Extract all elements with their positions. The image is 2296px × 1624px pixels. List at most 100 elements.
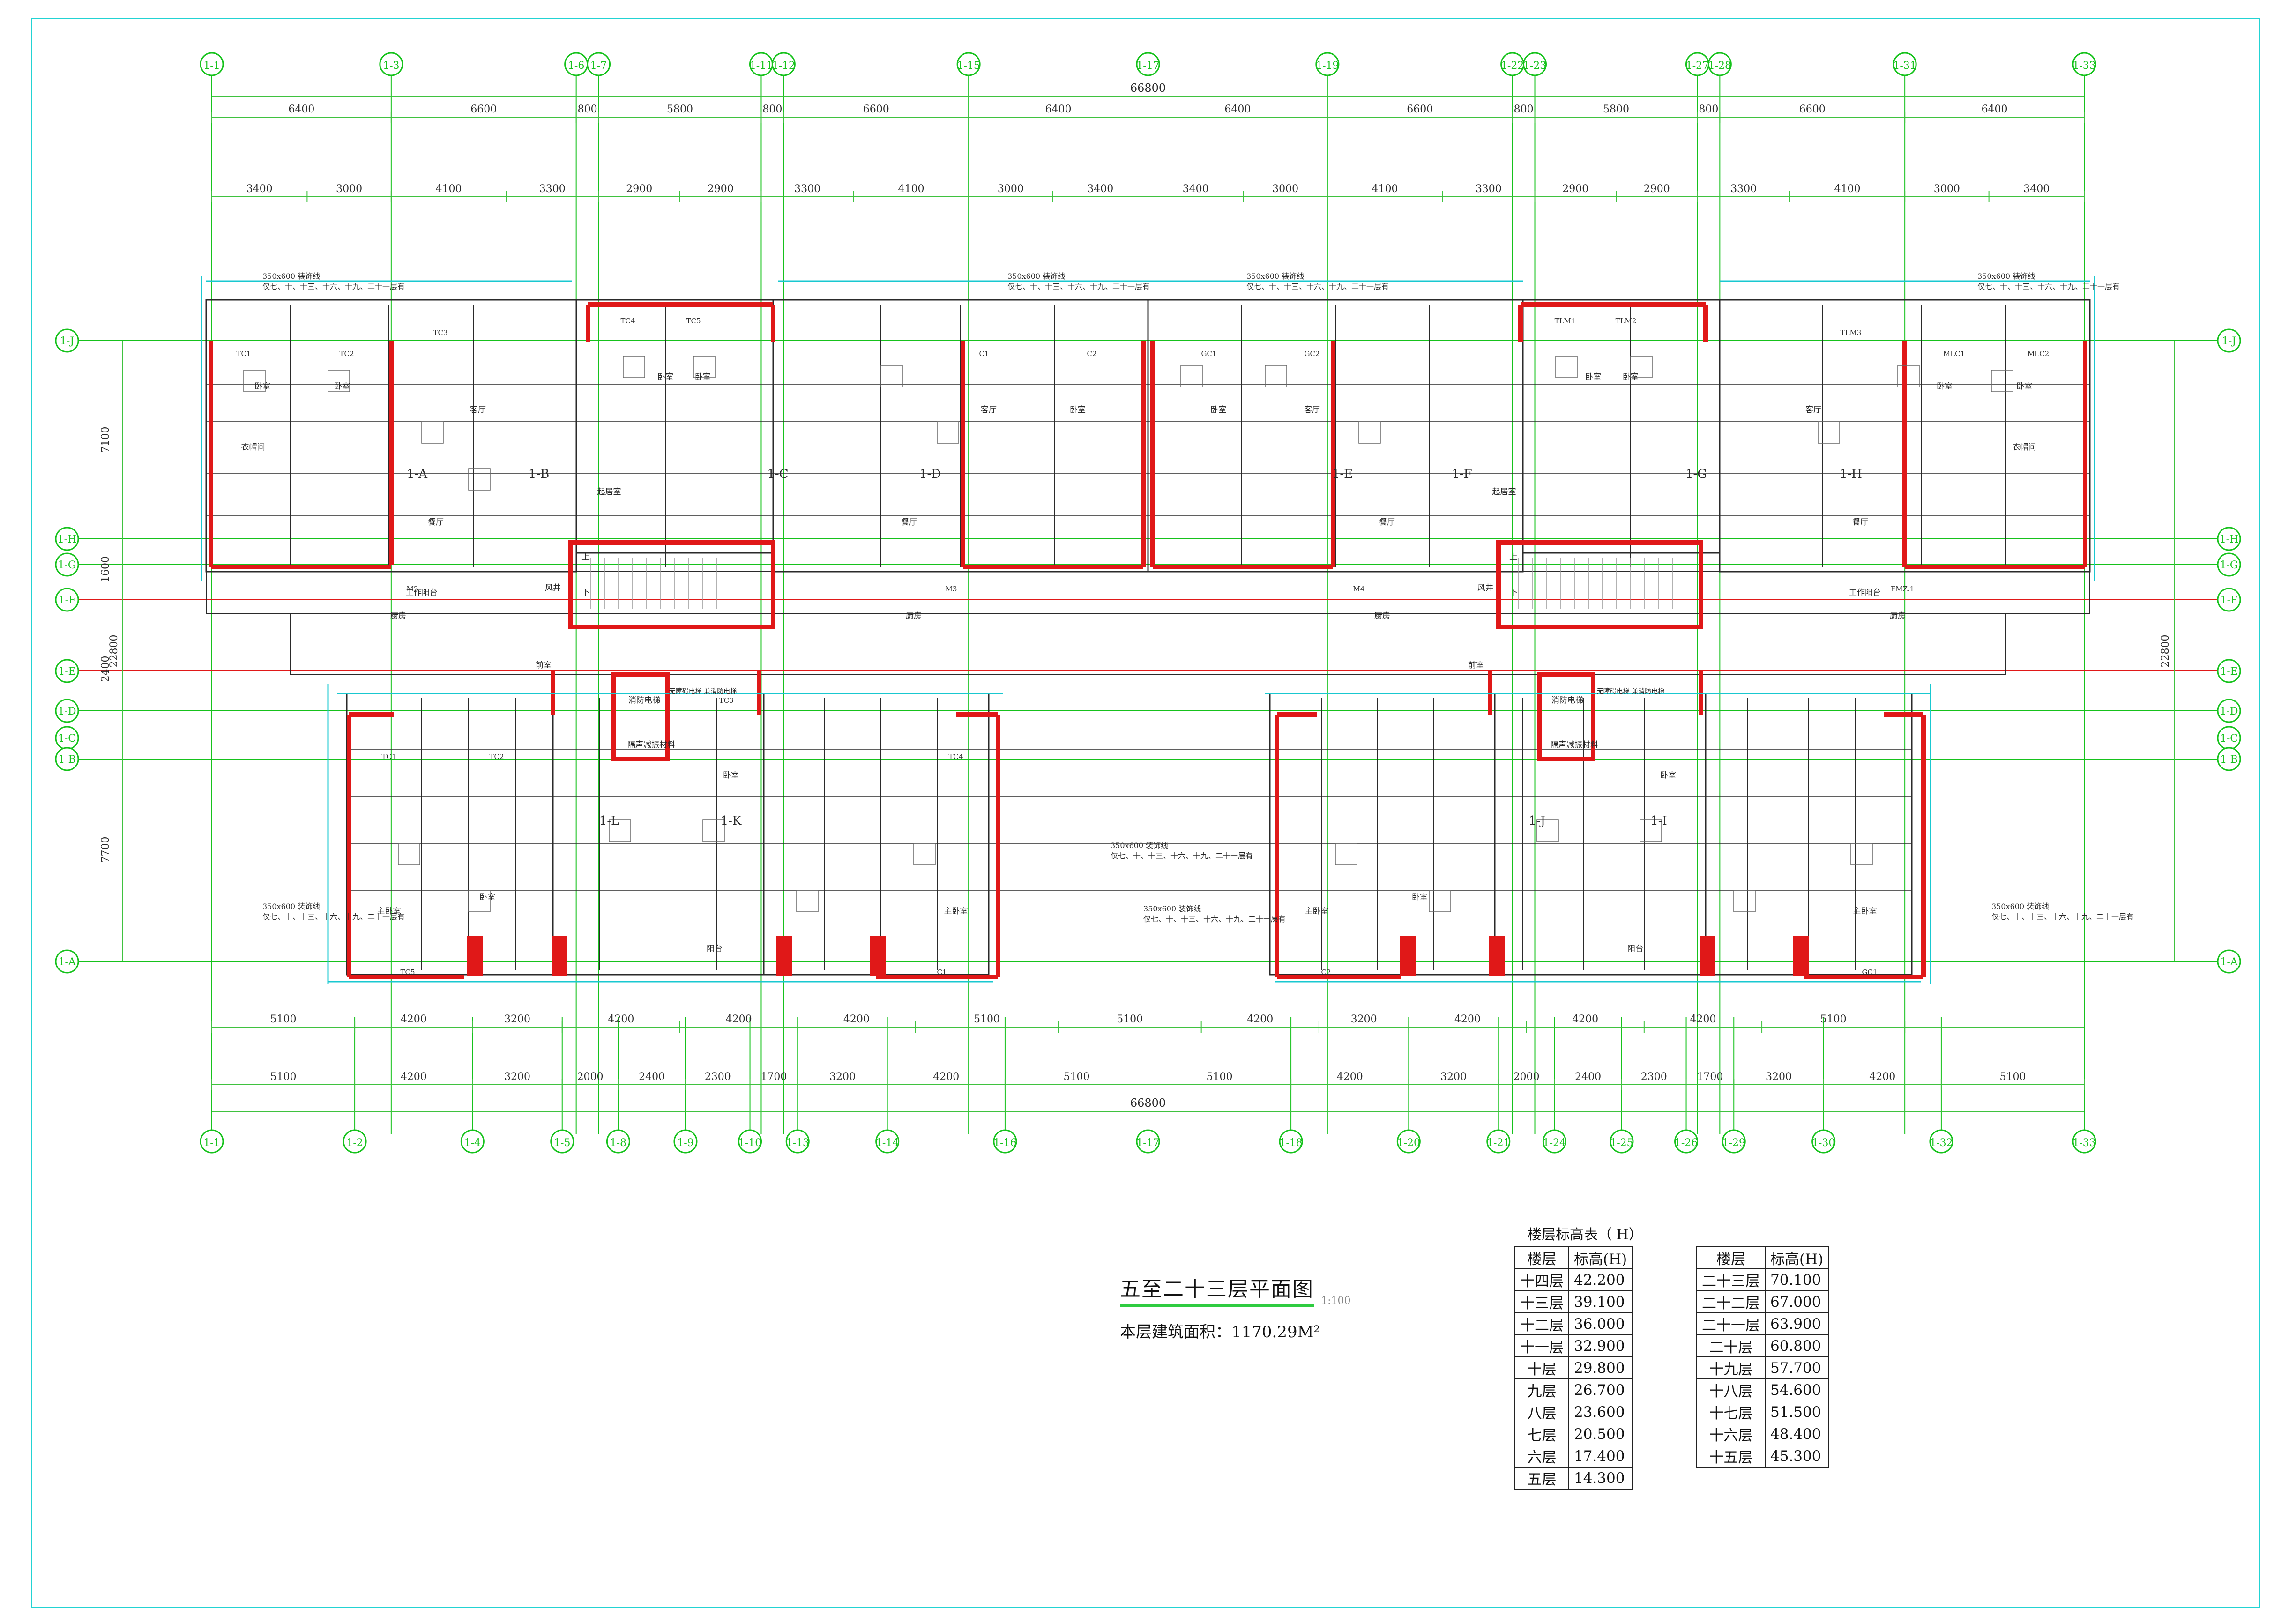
dim-left-part: 1600 — [100, 556, 112, 582]
axis-label: 1-F — [59, 595, 76, 606]
unit-label-1-d: 1-D — [919, 467, 941, 481]
axis-bubble — [2072, 52, 2096, 76]
unit-label-1-k: 1-K — [721, 814, 742, 828]
axis-bubble — [1722, 1129, 1746, 1154]
axis-label: 1-21 — [1487, 1137, 1510, 1149]
dim-bottom-row1-value: 5100 — [974, 1013, 1000, 1025]
elev-left-header-0: 楼层 — [1514, 1246, 1569, 1269]
axis-label: 1-19 — [1316, 60, 1339, 72]
decor-note: 350x600 装饰线 — [1111, 841, 1168, 850]
decor-floors-note: 仅七、十、十三、十六、十九、二十一层有 — [262, 912, 405, 921]
elev-left-cell: 八层 — [1514, 1401, 1569, 1423]
axis-label: 1-G — [2220, 559, 2238, 571]
decor-floors-note: 仅七、十、十三、十六、十九、二十一层有 — [1246, 282, 1389, 291]
elev-right-header-0: 楼层 — [1696, 1246, 1766, 1269]
elev-left-cell: 九层 — [1514, 1378, 1569, 1401]
axis-bubble — [875, 1129, 900, 1154]
unit-label-1-f: 1-F — [1452, 467, 1472, 481]
elev-right-cell: 十七层 — [1696, 1401, 1766, 1423]
axis-label: 1-28 — [1708, 60, 1731, 72]
window-door-tag: FMZ.1 — [1891, 585, 1914, 593]
axis-bubble — [55, 527, 79, 551]
window-door-tag: C1 — [937, 968, 947, 976]
dim-bottom-row2-value: 2000 — [1513, 1071, 1540, 1083]
dim-top-row2-value: 2900 — [708, 183, 734, 195]
dim-bottom-row2-value: 3200 — [1766, 1071, 1792, 1083]
axis-label: 1-C — [58, 733, 76, 745]
dim-bottom-row2-value: 3200 — [1440, 1071, 1467, 1083]
room-label-bedroom: 卧室 — [254, 382, 270, 391]
room-label-stair-hall: 前室 — [1468, 661, 1484, 670]
shear-column — [1400, 936, 1416, 976]
axis-bubble — [1707, 52, 1732, 76]
axis-label: 1-22 — [1501, 60, 1524, 72]
window-door-tag: TC1 — [236, 350, 251, 358]
axis-label: 1-6 — [568, 60, 584, 72]
room-label-dining: 餐厅 — [428, 518, 444, 527]
drawing-title: 五至二十三层平面图 — [1120, 1272, 1314, 1307]
furniture-symbol — [796, 890, 819, 912]
axis-bubble — [379, 52, 403, 76]
furniture-symbol — [609, 819, 631, 842]
window-door-tag: TC5 — [686, 317, 701, 325]
elev-right-header-1: 标高(H) — [1764, 1246, 1829, 1269]
axis-bubble — [1523, 52, 1547, 76]
elev-right-cell: 二十一层 — [1696, 1312, 1766, 1335]
dim-top-row1-value: 800 — [762, 104, 782, 115]
axis-label: 1-30 — [1812, 1137, 1835, 1149]
elev-right-cell: 54.600 — [1764, 1378, 1829, 1401]
window-door-tag: TLM1 — [1555, 317, 1576, 325]
stair-core-left — [568, 540, 775, 629]
room-label-noise-material: 隔声减振材料 — [627, 740, 675, 750]
room-label-master-bedroom: 主卧室 — [944, 907, 968, 916]
stair-down-label: 下 — [581, 588, 590, 597]
window-door-tag: TC4 — [620, 317, 635, 325]
furniture-symbol — [1850, 843, 1873, 865]
dim-top-row2-value: 3000 — [336, 183, 362, 195]
axis-bubble — [55, 699, 79, 723]
room-label-bedroom: 卧室 — [1937, 382, 1953, 391]
elev-left-cell: 十三层 — [1514, 1290, 1569, 1313]
elev-left-cell: 十层 — [1514, 1356, 1569, 1379]
furniture-symbol — [1335, 843, 1357, 865]
dim-total-bottom: 66800 — [1130, 1096, 1166, 1110]
furniture-symbol — [1733, 890, 1756, 912]
axis-bubble — [1542, 1129, 1566, 1154]
axis-bubble — [2217, 328, 2241, 353]
elevator-core-left — [611, 672, 670, 761]
window-door-tag: TC3 — [433, 328, 447, 337]
room-label-bedroom: 卧室 — [695, 372, 711, 382]
dim-bottom-row2-value: 3200 — [829, 1071, 856, 1083]
room-label-study: 起居室 — [1492, 487, 1516, 497]
dim-total-top: 66800 — [1130, 82, 1166, 95]
decor-floors-note: 仅七、十、十三、十六、十九、二十一层有 — [262, 282, 405, 291]
dim-bottom-row2-value: 3200 — [504, 1071, 530, 1083]
window-door-tag: TLM2 — [1616, 317, 1637, 325]
window-door-tag: M2 — [407, 585, 418, 593]
furniture-symbol — [468, 890, 491, 912]
elev-right-cell: 十八层 — [1696, 1378, 1766, 1401]
room-label-kitchen: 厨房 — [1890, 611, 1906, 621]
room-label-wind-shaft: 风井 — [1477, 583, 1493, 593]
axis-label: 1-33 — [2072, 1137, 2095, 1149]
room-label-kitchen: 厨房 — [906, 611, 922, 621]
dim-right-total: 22800 — [2160, 635, 2171, 668]
axis-label: 1-26 — [1675, 1137, 1698, 1149]
window-door-tag: GC1 — [1201, 350, 1216, 358]
elev-right-cell: 十六层 — [1696, 1423, 1766, 1445]
decor-floors-note: 仅七、十、十三、十六、十九、二十一层有 — [1111, 851, 1253, 860]
elev-left-cell: 39.100 — [1568, 1290, 1633, 1313]
elev-right-cell: 二十层 — [1696, 1334, 1766, 1357]
room-label-kitchen: 厨房 — [1374, 611, 1390, 621]
dim-top-row2-value: 3000 — [998, 183, 1024, 195]
room-label-work-balcony: 工作阳台 — [406, 588, 438, 597]
axis-bubble — [550, 1129, 574, 1154]
furniture-symbol — [937, 421, 959, 444]
room-label-accessible-elevator: 无障碍电梯 兼消防电梯 — [1597, 688, 1664, 695]
axis-label: 1-13 — [786, 1137, 809, 1149]
